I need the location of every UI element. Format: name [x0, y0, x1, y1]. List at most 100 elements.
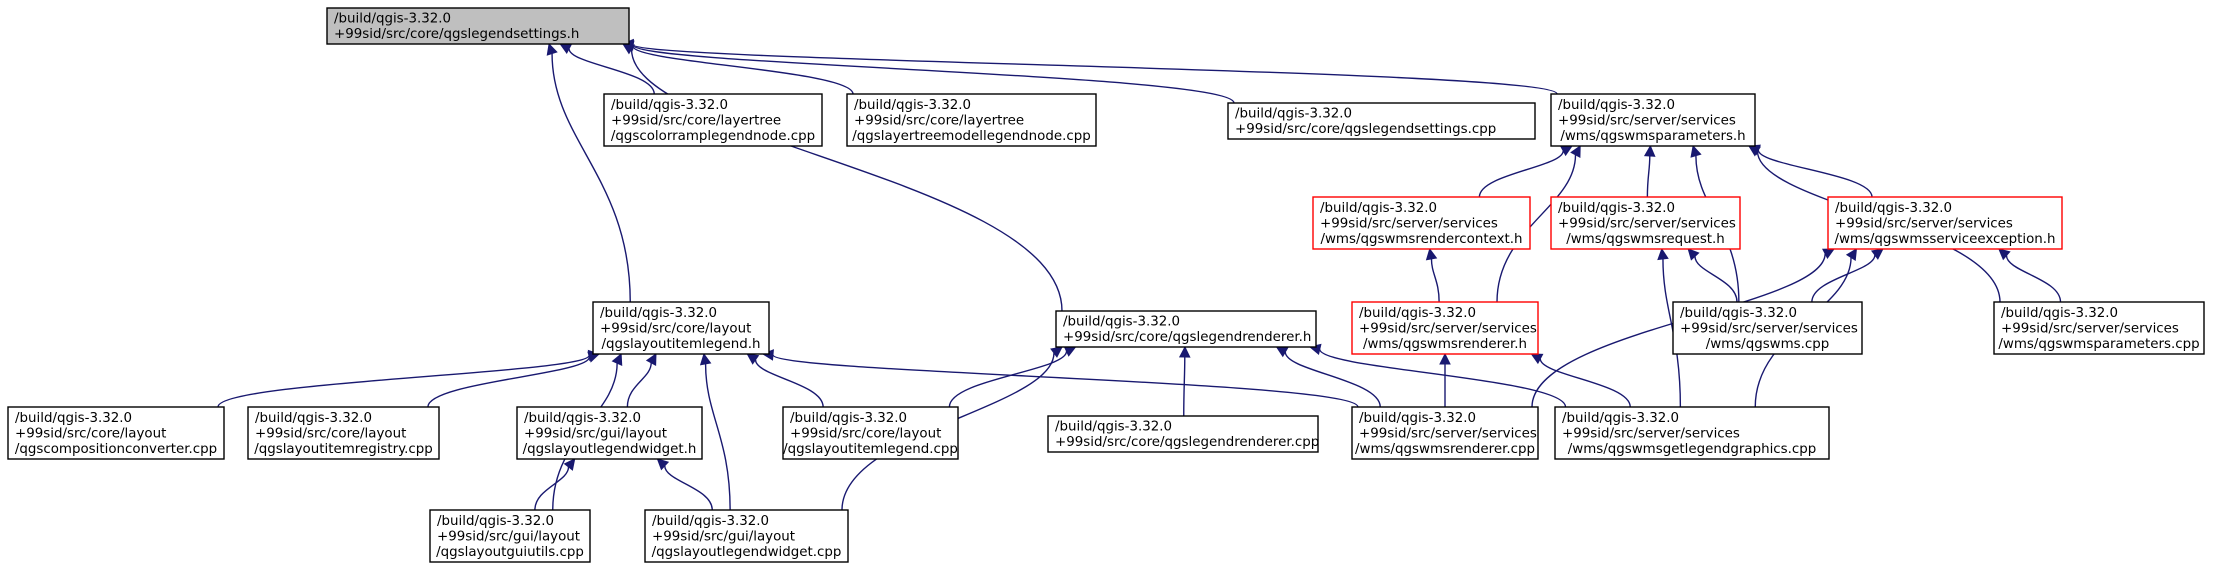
file-node-colorramp[interactable]: /build/qgis-3.32.0+99sid/src/core/layert… [603, 93, 823, 147]
node-box [1351, 406, 1539, 460]
file-node-serviceexception-h[interactable]: /build/qgis-3.32.0+99sid/src/server/serv… [1827, 196, 2063, 250]
arrowhead-icon [1425, 247, 1438, 261]
file-node-compositionconverter[interactable]: /build/qgis-3.32.0+99sid/src/core/layout… [7, 406, 225, 460]
file-node-layoutguiutils[interactable]: /build/qgis-3.32.0+99sid/src/gui/layout/… [429, 509, 591, 563]
arrowhead-icon [1870, 248, 1884, 260]
file-node-root[interactable]: /build/qgis-3.32.0+99sid/src/core/qgsleg… [326, 7, 630, 45]
edge-line [1694, 256, 1738, 303]
nodes-layer: /build/qgis-3.32.0+99sid/src/core/qgsleg… [7, 7, 2205, 563]
edge-line [568, 48, 655, 95]
node-label-line: /wms/qgswmsparameters.h [1560, 129, 1745, 144]
node-box [1227, 102, 1536, 140]
node-label-line: /build/qgis-3.32.0 [15, 411, 132, 426]
file-node-legendsettings-cpp[interactable]: /build/qgis-3.32.0+99sid/src/core/qgsleg… [1227, 102, 1536, 140]
dependency-edge [427, 351, 601, 408]
edge-line [772, 354, 1359, 408]
arrowhead-icon [699, 352, 712, 366]
file-node-wmsrenderer-cpp[interactable]: /build/qgis-3.32.0+99sid/src/server/serv… [1351, 406, 1539, 460]
node-label-line: +99sid/src/core/layout [790, 426, 941, 441]
node-label-line: /build/qgis-3.32.0 [1835, 201, 1952, 216]
node-label-line: +99sid/src/gui/layout [652, 529, 795, 544]
dependency-edge [1998, 248, 2062, 303]
node-box [1055, 310, 1317, 348]
dependency-edge [1657, 247, 1682, 408]
file-node-wmsparameters-cpp[interactable]: /build/qgis-3.32.0+99sid/src/server/serv… [1993, 301, 2205, 355]
file-node-rendercontext-h[interactable]: /build/qgis-3.32.0+99sid/src/server/serv… [1312, 196, 1531, 250]
node-label-line: /qgslayoutitemregistry.cpp [254, 442, 433, 457]
node-label-line: /build/qgis-3.32.0 [611, 98, 728, 113]
edge-line [427, 356, 591, 408]
node-label-line: /build/qgis-3.32.0 [854, 98, 971, 113]
node-label-line: +99sid/src/server/services [1562, 426, 1740, 441]
node-label-line: +99sid/src/server/services [1835, 216, 2013, 231]
node-box [1554, 406, 1830, 460]
file-node-legendrenderer-cpp[interactable]: /build/qgis-3.32.0+99sid/src/core/qgsleg… [1047, 415, 1319, 453]
file-node-layoutitemregistry[interactable]: /build/qgis-3.32.0+99sid/src/core/layout… [247, 406, 440, 460]
edge-line [217, 354, 590, 408]
node-box [1550, 93, 1756, 147]
node-label-line: /qgslayertreemodellegendnode.cpp [852, 129, 1090, 144]
edge-line [1430, 258, 1440, 303]
dependency-edge [1747, 144, 1873, 198]
file-node-layoutitemlegend-h[interactable]: /build/qgis-3.32.0+99sid/src/core/layout… [592, 301, 770, 355]
edge-line [1496, 154, 1577, 303]
node-label-line: /wms/qgswmsparameters.cpp [1998, 337, 2199, 352]
edge-line [534, 466, 570, 511]
file-node-layertreemodel[interactable]: /build/qgis-3.32.0+99sid/src/core/layert… [846, 93, 1097, 147]
arrowhead-icon [656, 458, 670, 471]
node-label-line: /wms/qgswmsrequest.h [1566, 232, 1725, 247]
node-label-line: /build/qgis-3.32.0 [1359, 411, 1476, 426]
file-node-layoutitemlegend-cpp[interactable]: /build/qgis-3.32.0+99sid/src/core/layout… [782, 406, 959, 460]
node-label-line: +99sid/src/core/layout [600, 321, 751, 336]
arrowhead-icon [746, 353, 760, 365]
arrowhead-icon [1687, 248, 1700, 261]
dependency-edge [746, 353, 824, 408]
edge-line [632, 45, 854, 95]
file-node-legendrenderer-h[interactable]: /build/qgis-3.32.0+99sid/src/core/qgsleg… [1055, 310, 1317, 348]
node-label-line: /wms/qgswmsserviceexception.h [1834, 232, 2055, 247]
node-label-line: +99sid/src/core/qgslegendsettings.h [334, 27, 579, 42]
file-node-wmsrenderer-h[interactable]: /build/qgis-3.32.0+99sid/src/server/serv… [1351, 301, 1539, 355]
node-label-line: /build/qgis-3.32.0 [1558, 201, 1675, 216]
node-label-line: /build/qgis-3.32.0 [1558, 98, 1675, 113]
node-box [603, 93, 823, 147]
arrowhead-icon [1439, 352, 1451, 365]
node-label-line: /build/qgis-3.32.0 [334, 12, 451, 27]
dependency-edge [1643, 144, 1656, 198]
arrowhead-icon [1690, 144, 1702, 158]
node-box [1047, 415, 1319, 453]
node-box [782, 406, 959, 460]
file-node-getlegendgraphics[interactable]: /build/qgis-3.32.0+99sid/src/server/serv… [1554, 406, 1830, 460]
arrowhead-icon [1570, 145, 1581, 158]
dependency-edge [626, 353, 657, 408]
file-node-layoutlegendwidget-cpp[interactable]: /build/qgis-3.32.0+99sid/src/gui/layout/… [644, 509, 849, 563]
node-label-line: /wms/qgswmsgetlegendgraphics.cpp [1568, 442, 1817, 457]
node-box [1351, 301, 1539, 355]
node-label-line: +99sid/src/core/layertree [854, 113, 1024, 128]
node-label-line: /build/qgis-3.32.0 [1063, 315, 1180, 330]
file-node-layoutlegendwidget-h[interactable]: /build/qgis-3.32.0+99sid/src/gui/layout/… [516, 406, 703, 460]
dependency-edge [546, 42, 631, 303]
arrowhead-icon [1643, 144, 1656, 157]
arrowhead-icon [611, 352, 623, 366]
edge-line [626, 362, 652, 408]
node-label-line: /qgscompositionconverter.cpp [15, 442, 217, 457]
arrowhead-icon [1998, 248, 2011, 261]
dependency-edge [1178, 345, 1191, 417]
arrowhead-icon [1178, 345, 1191, 358]
edge-line [2005, 255, 2062, 303]
node-label-line: +99sid/src/server/services [1359, 426, 1537, 441]
node-label-line: /build/qgis-3.32.0 [1562, 411, 1679, 426]
edge-line [1539, 358, 1631, 408]
dependency-edge [217, 349, 601, 408]
node-box [846, 93, 1097, 147]
node-label-line: /qgscolorramplegendnode.cpp [611, 129, 815, 144]
node-label-line: +99sid/src/core/qgslegendrenderer.cpp [1055, 435, 1319, 450]
file-node-wmsrequest-h[interactable]: /build/qgis-3.32.0+99sid/src/server/serv… [1550, 196, 1741, 250]
edge-line [1319, 348, 1567, 408]
node-label-line: /build/qgis-3.32.0 [1680, 306, 1797, 321]
file-node-wmsparameters-h[interactable]: /build/qgis-3.32.0+99sid/src/server/serv… [1550, 93, 1756, 147]
edge-line [551, 53, 631, 303]
file-node-qgswms-cpp[interactable]: /build/qgis-3.32.0+99sid/src/server/serv… [1672, 301, 1863, 355]
